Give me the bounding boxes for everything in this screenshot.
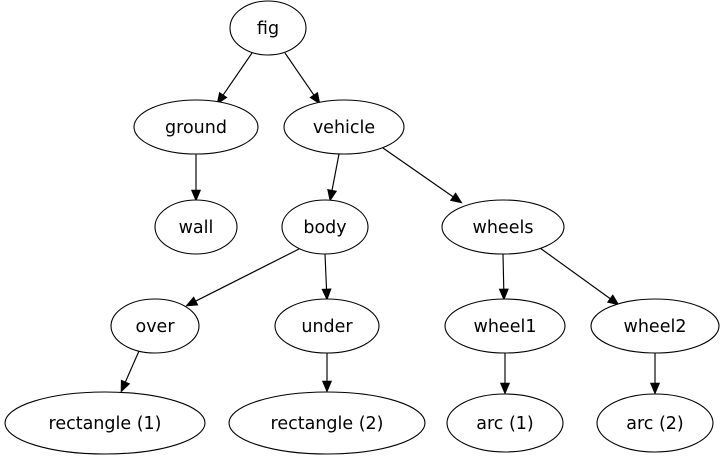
node-shape[interactable] <box>4 391 206 455</box>
node-label: wall <box>179 218 214 238</box>
edge-wheel1-to-arc1 <box>499 353 511 395</box>
node-rectangle2[interactable]: rectangle (2) <box>228 391 426 455</box>
arrowhead-icon <box>190 189 202 202</box>
node-arc1[interactable]: arc (1) <box>446 393 564 453</box>
edge-under-to-rectangle2 <box>321 353 333 393</box>
arrowhead-icon <box>120 379 131 393</box>
arrowhead-icon <box>309 91 321 105</box>
edge-body-to-under <box>321 253 332 301</box>
node-shape[interactable] <box>133 99 259 155</box>
node-wheels[interactable]: wheels <box>441 199 565 255</box>
node-under[interactable]: under <box>274 298 380 354</box>
node-wheel1[interactable]: wheel1 <box>444 298 566 354</box>
node-label: wheels <box>473 218 534 238</box>
nodes-layer: fig ground vehicle wall body wheels over under w… <box>4 0 720 455</box>
node-fig[interactable]: fig <box>229 0 307 56</box>
node-label: vehicle <box>313 118 375 138</box>
edge-line <box>284 52 316 97</box>
node-label: arc (1) <box>476 414 534 434</box>
arrowhead-icon <box>649 382 661 395</box>
edge-line <box>193 248 300 303</box>
edge-line <box>124 350 140 384</box>
arrowhead-icon <box>327 188 338 202</box>
edge-vehicle-to-body <box>327 153 340 202</box>
node-wheel2[interactable]: wheel2 <box>590 298 720 354</box>
arrowhead-icon <box>606 294 620 306</box>
node-label: ground <box>165 118 227 138</box>
node-label: wheel2 <box>624 317 687 337</box>
node-arc2[interactable]: arc (2) <box>596 393 714 453</box>
edge-line <box>221 52 253 97</box>
node-body[interactable]: body <box>281 199 369 255</box>
node-vehicle[interactable]: vehicle <box>283 99 405 155</box>
arrowhead-icon <box>185 296 199 307</box>
node-shape[interactable] <box>444 298 566 354</box>
edge-fig-to-ground <box>216 52 253 105</box>
edge-over-to-rectangle1 <box>120 350 140 393</box>
edge-wheels-to-wheel2 <box>539 247 620 306</box>
edge-vehicle-to-wheels <box>382 147 463 204</box>
arrowhead-icon <box>498 288 509 301</box>
node-shape[interactable] <box>281 199 369 255</box>
edge-line <box>539 247 613 301</box>
node-shape[interactable] <box>228 391 426 455</box>
arrowhead-icon <box>321 288 332 301</box>
node-wall[interactable]: wall <box>154 199 238 255</box>
edge-body-to-over <box>185 248 300 307</box>
edge-line <box>502 253 505 292</box>
node-shape[interactable] <box>154 199 238 255</box>
edge-line <box>331 153 340 193</box>
node-label: wheel1 <box>474 317 537 337</box>
node-label: arc (2) <box>626 414 684 434</box>
node-label: over <box>135 317 175 337</box>
node-label: body <box>303 218 346 238</box>
node-ground[interactable]: ground <box>133 99 259 155</box>
arrowhead-icon <box>321 380 333 393</box>
arrowhead-icon <box>449 192 463 204</box>
node-shape[interactable] <box>229 0 307 56</box>
node-shape[interactable] <box>110 298 200 354</box>
node-shape[interactable] <box>283 99 405 155</box>
edge-wheels-to-wheel1 <box>498 253 509 301</box>
node-shape[interactable] <box>446 393 564 453</box>
arrowhead-icon <box>216 91 228 105</box>
node-shape[interactable] <box>596 393 714 453</box>
edge-ground-to-wall <box>190 154 202 202</box>
node-shape[interactable] <box>590 298 720 354</box>
edge-line <box>324 253 328 292</box>
arrowhead-icon <box>499 382 511 395</box>
node-over[interactable]: over <box>110 298 200 354</box>
node-label: fig <box>257 19 279 39</box>
edge-fig-to-vehicle <box>284 52 321 105</box>
node-label: rectangle (2) <box>271 414 384 434</box>
edge-wheel2-to-arc2 <box>649 353 661 395</box>
node-rectangle1[interactable]: rectangle (1) <box>4 391 206 455</box>
edges-layer <box>120 52 661 395</box>
edge-line <box>382 147 455 199</box>
node-shape[interactable] <box>274 298 380 354</box>
node-shape[interactable] <box>441 199 565 255</box>
node-label: under <box>301 317 353 337</box>
node-label: rectangle (1) <box>49 414 162 434</box>
